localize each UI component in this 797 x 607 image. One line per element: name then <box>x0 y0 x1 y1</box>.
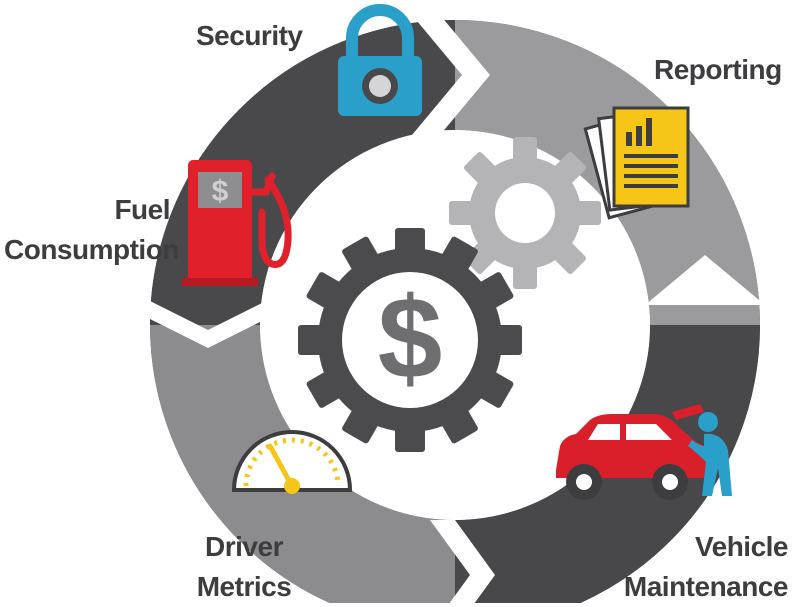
label-security: Security <box>196 16 303 56</box>
gray-gear-icon <box>449 137 601 289</box>
ring-arrow-top <box>412 15 490 135</box>
label-vehicle-line1: Vehicle <box>694 531 789 562</box>
lock-icon <box>338 4 422 116</box>
speedometer-icon <box>231 430 353 494</box>
car-repair-icon <box>556 404 732 500</box>
fuel-pump-icon: $ <box>182 160 292 286</box>
ring-segment-bottom-left <box>150 323 457 603</box>
dollar-symbol: $ <box>378 273 443 403</box>
ring-arrow-right <box>645 255 765 305</box>
label-security-text: Security <box>196 20 303 51</box>
label-reporting-text: Reporting <box>654 54 782 85</box>
label-fuel-consumption: Fuel Consumption <box>4 190 179 270</box>
label-fuel-line1: Fuel <box>114 194 170 225</box>
label-vehicle-line2: Maintenance <box>623 571 789 602</box>
ring-segment-bottom-right <box>453 323 760 603</box>
report-document-icon <box>583 106 690 220</box>
label-fuel-line2: Consumption <box>4 234 179 265</box>
label-driver-metrics: Driver Metrics <box>196 527 292 607</box>
ring-arrow-left <box>148 300 268 348</box>
label-vehicle-maintenance: Vehicle Maintenance <box>616 527 789 607</box>
label-driver-line1: Driver <box>205 531 283 562</box>
pump-dollar-symbol: $ <box>212 175 229 208</box>
dollar-gear-icon: $ <box>298 228 522 452</box>
label-reporting: Reporting <box>654 50 782 90</box>
ring-arrow-bottom <box>430 520 495 603</box>
label-driver-line2: Metrics <box>196 571 292 602</box>
